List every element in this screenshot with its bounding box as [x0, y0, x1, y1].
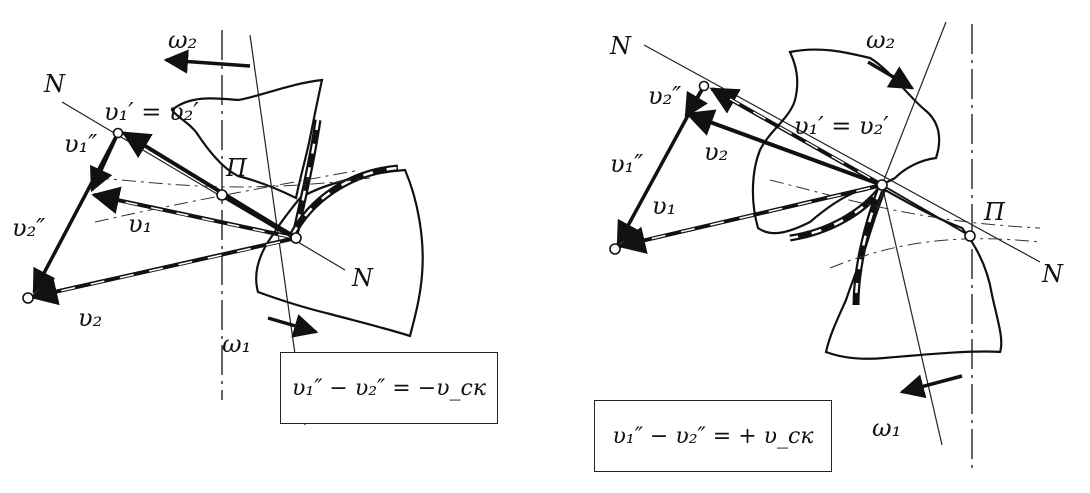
right-N-bottom-label: N — [1041, 260, 1064, 288]
right-vector-v1pp — [616, 85, 706, 247]
right-vector-v2-stripe — [729, 98, 871, 179]
right-line-of-action — [643, 44, 1041, 263]
left-point-v2-tip — [22, 292, 34, 304]
right-formula-box: υ₁″ − υ₂″ = + υ_ск — [594, 400, 832, 472]
right-omega2-label: ω₂ — [866, 26, 895, 54]
left-pole-label: Π — [225, 154, 248, 182]
right-vector-v1-stripe — [649, 187, 871, 240]
left-N-top-label: N — [43, 70, 66, 98]
right-pitch-arc-1 — [769, 179, 1041, 229]
right-v2-label: υ₂ — [704, 138, 728, 166]
left-vector-v2-stripe — [59, 241, 281, 292]
right-v1-label: υ₁ — [652, 192, 676, 220]
left-pitch-arc-2 — [94, 169, 361, 223]
left-pitch-arc-1 — [94, 177, 371, 188]
left-v1p-v2p-label: υ₁′ = υ₂′ — [104, 98, 199, 126]
left-tooth-profile-b — [288, 164, 399, 238]
right-inclined-line-lower — [881, 184, 943, 446]
left-vector-pole — [220, 192, 298, 241]
left-v1-label: υ₁ — [128, 210, 152, 238]
right-point-v2pp-base — [698, 80, 710, 92]
right-point-v1-tip — [609, 243, 621, 255]
right-pole-label: Π — [983, 198, 1006, 226]
left-formula-box: υ₁″ − υ₂″ = −υ_ск — [280, 352, 498, 424]
right-omega2-arrow — [867, 60, 915, 90]
right-v2pp-label: υ₂″ — [648, 82, 681, 110]
left-omega1-arrow — [267, 314, 319, 338]
left-diagram: ω₂ ω₁ N N Π υ₁′ = υ₂′ υ₁″ υ₂″ υ₁ υ₂ — [12, 26, 424, 426]
left-v1pp-label: υ₁″ — [64, 130, 97, 158]
right-omega1-label: ω₁ — [872, 414, 901, 442]
left-vector-v2 — [29, 236, 297, 306]
right-N-top-label: N — [609, 32, 632, 60]
left-upper-gear-outline — [170, 78, 324, 200]
left-point-v1p-tip — [112, 127, 124, 139]
left-N-bottom-label: N — [351, 264, 374, 292]
left-point-pole — [216, 189, 228, 201]
right-diagram: ω₂ ω₁ N N Π υ₁′ = υ₂′ υ₂″ υ₁″ υ₂ υ₁ — [609, 21, 1064, 470]
right-point-pole — [964, 230, 976, 242]
left-v2pp-label: υ₂″ — [12, 214, 45, 242]
left-lower-gear-outline — [255, 168, 424, 338]
right-omega1-arrow — [899, 374, 963, 399]
left-omega1-label: ω₁ — [222, 330, 251, 358]
right-tooth-profile-b — [852, 188, 884, 306]
right-inclined-line-upper — [881, 21, 947, 186]
right-v1pp-label: υ₁″ — [610, 150, 643, 178]
left-vector-v2pp — [32, 132, 120, 295]
left-point-contact — [290, 232, 302, 244]
right-point-contact — [876, 179, 888, 191]
right-vector-v2 — [709, 87, 883, 187]
left-vector-v1 — [91, 186, 297, 240]
right-v1p-v2p-label: υ₁′ = υ₂′ — [794, 112, 889, 140]
left-omega2-arrow — [163, 49, 251, 74]
left-vector-v1-stripe — [119, 200, 291, 238]
left-v2-label: υ₂ — [78, 304, 102, 332]
left-omega2-label: ω₂ — [168, 26, 197, 54]
right-vector-pole — [881, 184, 971, 237]
right-vector-v1p — [685, 109, 883, 187]
